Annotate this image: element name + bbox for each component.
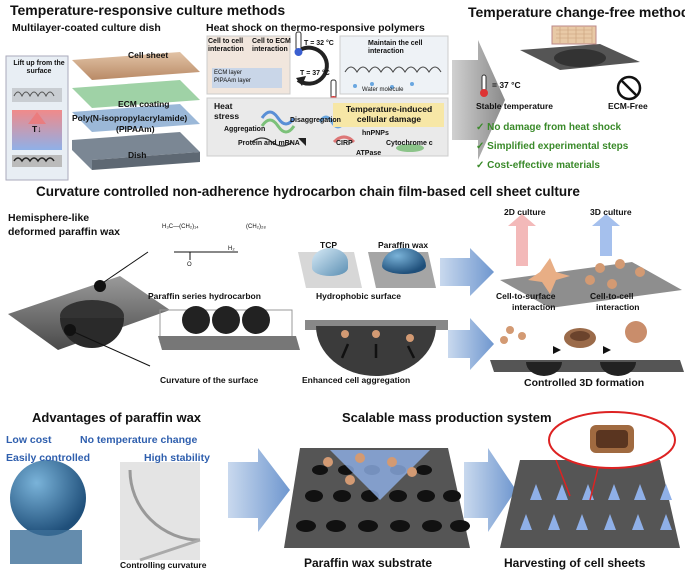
- title-advantages: Advantages of paraffin wax: [32, 410, 202, 425]
- label-2d-culture: 2D culture: [504, 207, 546, 217]
- label-controlled-3d: Controlled 3D formation: [524, 377, 645, 389]
- label-enhanced: Enhanced cell aggregation: [302, 375, 411, 385]
- label-paraffin-series: Paraffin series hydrocarbon: [148, 291, 261, 301]
- label-aggregation: Aggregation: [224, 126, 266, 133]
- adv-high-stability: High stability: [144, 452, 210, 464]
- subtitle-dish: Multilayer-coated culture dish: [12, 22, 161, 34]
- label-stable: Stable temperature: [476, 101, 553, 111]
- label-cell-surface-2: interaction: [512, 302, 556, 312]
- layer-pipaam: [72, 104, 200, 132]
- no-sign: [616, 75, 642, 101]
- adv-easily-controlled: Easily controlled: [6, 452, 91, 464]
- formula-h2: H₂: [228, 246, 235, 252]
- label-cell-to-ecm: Cell to ECM interaction: [252, 38, 291, 53]
- label-cytochrome: Cytochrome c: [386, 140, 433, 147]
- spread-cell: [528, 258, 570, 294]
- formula-right: (CH₂)₂₈: [246, 224, 266, 230]
- formula-left: H₃C—(CH₂)₁₄: [162, 224, 199, 230]
- polymer-chain-top: [13, 91, 55, 98]
- label-hydrophobic: Hydrophobic surface: [316, 291, 402, 301]
- heat-panel-right: [339, 35, 449, 95]
- label-protein-mrna: Protein and mRNA: [238, 140, 300, 147]
- label-cirp: CIRP: [336, 140, 353, 147]
- label-3d-culture: 3D culture: [590, 207, 632, 217]
- label-ecm-free: ECM-Free: [608, 101, 648, 111]
- label-pipaam: Poly(N-isopropylacrylamide): [72, 113, 188, 123]
- layer-cell-sheet: [72, 52, 200, 80]
- bottom-arrow-1: [228, 448, 290, 532]
- benefit-item: ✓ No damage from heat shock: [476, 122, 622, 133]
- label-maintain: Maintain the cell interaction: [368, 40, 423, 55]
- label-hemisphere-2: deformed paraffin wax: [8, 226, 121, 238]
- label-temp-low: T = 32 °C: [304, 40, 334, 47]
- label-pipaam-layer: PIPAAm layer: [214, 78, 251, 84]
- label-lift-up: Lift up from the surface: [13, 60, 65, 75]
- paraffin-sphere: [10, 460, 86, 536]
- adv-no-temp-change: No temperature change: [80, 434, 198, 446]
- label-cell-sheet: Cell sheet: [128, 50, 169, 60]
- label-atpase: ATPase: [356, 150, 382, 157]
- adv-low-cost: Low cost: [6, 434, 52, 446]
- label-water: Water molecule: [362, 87, 404, 93]
- label-heat-stress: Heat stress: [214, 101, 240, 121]
- benefit-item: ✓ Simplified experimental steps: [476, 141, 629, 152]
- label-tcp: TCP: [320, 240, 337, 250]
- damage-box: [333, 103, 444, 127]
- label-dish: Dish: [128, 150, 147, 160]
- label-pipaam-abbr: (PIPAAm): [116, 124, 155, 134]
- label-damage: Temperature-induced cellular damage: [345, 104, 433, 124]
- bottom-arrow-2: [464, 448, 516, 532]
- label-hnrnps: hnPNPs: [362, 130, 389, 137]
- label-temp-high: T = 37 °C: [300, 70, 330, 77]
- label-ecm-coating: ECM coating: [118, 99, 170, 109]
- label-hemisphere-1: Hemisphere-like: [8, 212, 90, 224]
- label-temp-down: T↓: [32, 124, 42, 134]
- cycle-arrow: [296, 45, 329, 86]
- subtitle-heat-shock: Heat shock on thermo-responsive polymers: [206, 22, 425, 34]
- temp-arrow-shape: [28, 112, 46, 124]
- label-37c: = 37 °C: [492, 80, 521, 90]
- polymer-chain-bottom: [13, 157, 55, 163]
- label-substrate: Paraffin wax substrate: [304, 556, 433, 570]
- label-paraffin-wax: Paraffin wax: [378, 240, 429, 250]
- mid-arrow-1: [440, 248, 494, 296]
- title-temperature-free: Temperature change-free method: [468, 4, 685, 20]
- check-icon: ✓: [476, 141, 485, 152]
- layer-ecm: [72, 80, 200, 108]
- label-cell-surface-1: Cell-to-surface: [496, 291, 556, 301]
- label-harvest: Harvesting of cell sheets: [504, 556, 646, 570]
- title-temperature-responsive: Temperature-responsive culture methods: [10, 2, 286, 18]
- check-icon: ✓: [476, 122, 485, 133]
- label-controlling-curvature: Controlling curvature: [120, 560, 207, 570]
- benefit-list: ✓ No damage from heat shock ✓ Simplified…: [476, 118, 628, 175]
- lift-layer-bottom: [12, 155, 62, 167]
- title-scalable: Scalable mass production system: [342, 410, 552, 425]
- check-icon: ✓: [476, 160, 485, 171]
- big-gray-arrow: [452, 40, 505, 160]
- mid-arrow-2: [448, 318, 494, 370]
- layer-dish: [72, 132, 200, 170]
- title-curvature-controlled: Curvature controlled non-adherence hydro…: [36, 184, 580, 199]
- label-cell-cell-2: interaction: [596, 302, 640, 312]
- label-disaggregation: Disaggregation: [290, 117, 341, 124]
- label-ecm-layer: ECM layer: [214, 70, 243, 76]
- formula-o: O: [187, 262, 192, 268]
- sheet-grid: [551, 25, 597, 45]
- harvest-plate: [500, 460, 680, 548]
- benefit-item: ✓ Cost-effective materials: [476, 160, 600, 171]
- label-curvature: Curvature of the surface: [160, 375, 259, 385]
- label-cell-to-cell: Cell to cell interaction: [208, 38, 244, 53]
- label-cell-cell-1: Cell-to-cell: [590, 291, 634, 301]
